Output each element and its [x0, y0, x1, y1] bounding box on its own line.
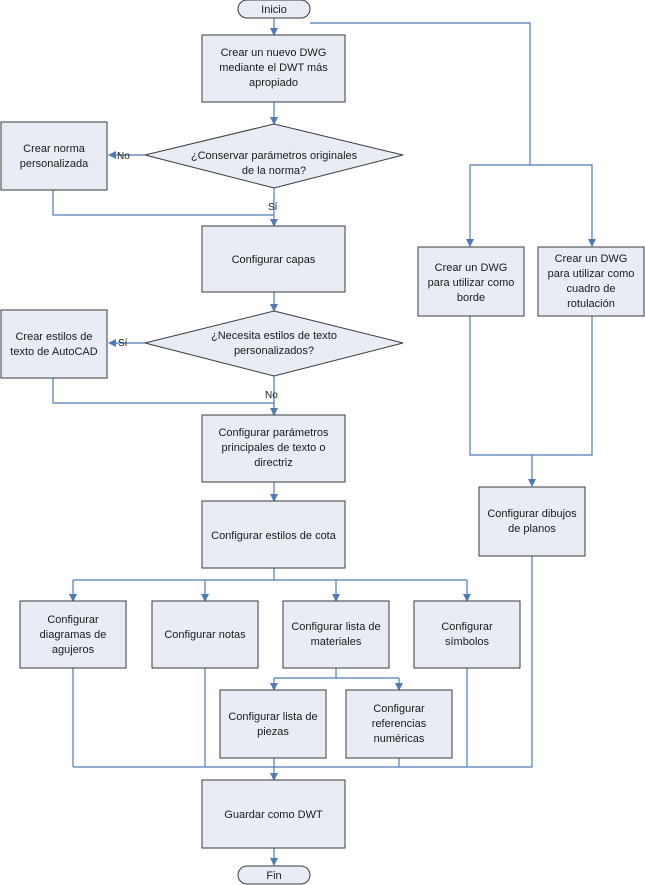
decision-keep-parameters: ¿Conservar parámetros originales de la n… — [144, 123, 404, 189]
node-line: agujeros — [52, 644, 95, 656]
edge-label-no: No — [265, 390, 278, 401]
node-line: mediante el DWT más — [219, 62, 328, 74]
process-box — [0, 309, 108, 379]
start-shape — [237, 0, 311, 19]
node-line: de planos — [508, 523, 556, 535]
node-line: apropiado — [249, 77, 298, 89]
process-custom-standard: Crear norma personalizada — [0, 121, 108, 191]
decision-diamond — [144, 123, 404, 189]
process-box — [201, 500, 346, 569]
node-line: Crear un DWG — [435, 262, 508, 274]
edge-label-yes: Sí — [268, 202, 278, 213]
process-configure-layers: Configurar capas — [201, 225, 346, 293]
node-line: Configurar — [373, 703, 425, 715]
process-box — [537, 246, 645, 317]
process-text-parameters: Configurar parámetros principales de tex… — [201, 414, 346, 483]
process-box — [282, 600, 390, 669]
connector — [73, 556, 533, 768]
decision-diamond — [144, 310, 404, 377]
process-new-dwg: Crear un nuevo DWG mediante el DWT más a… — [201, 34, 346, 103]
node-line: Configurar notas — [164, 629, 246, 641]
process-box — [413, 600, 521, 669]
process-parts-list: Configurar lista de piezas — [219, 689, 327, 759]
process-box — [0, 121, 108, 191]
node-line: cuadro de — [567, 283, 616, 295]
node-line: para utilizar como — [548, 268, 635, 280]
node-line: Configurar lista de — [228, 711, 317, 723]
edge-label-yes: Sí — [118, 338, 128, 349]
process-box — [151, 600, 259, 669]
node-line: Crear un DWG — [555, 253, 628, 265]
process-title-block-dwg: Crear un DWG para utilizar como cuadro d… — [537, 246, 645, 317]
end-shape — [237, 865, 311, 885]
node-line: ¿Conservar parámetros originales — [191, 150, 358, 162]
process-box — [345, 689, 453, 759]
node-line: piezas — [257, 726, 289, 738]
node-line: para utilizar como — [428, 277, 515, 289]
node-line: personalizados? — [234, 345, 314, 357]
start-label: Inicio — [261, 4, 287, 16]
node-line: diagramas de — [40, 629, 107, 641]
process-hole-charts: Configurar diagramas de agujeros — [19, 600, 127, 669]
node-line: directriz — [254, 457, 293, 469]
node-line: Configurar — [441, 621, 493, 633]
node-line: Configurar dibujos — [487, 508, 577, 520]
process-sheet-drawings: Configurar dibujos de planos — [478, 486, 586, 557]
process-box — [417, 246, 525, 317]
process-notes: Configurar notas — [151, 600, 259, 669]
process-symbols: Configurar símbolos — [413, 600, 521, 669]
connector — [52, 190, 274, 216]
node-line: texto de AutoCAD — [10, 346, 97, 358]
process-bom: Configurar lista de materiales — [282, 600, 390, 669]
node-line: personalizada — [20, 158, 89, 170]
node-line: Configurar lista de — [291, 621, 380, 633]
process-box — [19, 600, 127, 669]
connector — [530, 164, 596, 247]
process-box — [201, 225, 346, 293]
process-dimension-styles: Configurar estilos de cota — [201, 500, 346, 569]
process-box — [219, 689, 327, 759]
process-balloons: Configurar referencias numéricas — [345, 689, 453, 759]
node-line: materiales — [311, 636, 362, 648]
node-line: referencias — [372, 718, 427, 730]
process-save-dwt: Guardar como DWT — [201, 779, 346, 849]
start-terminator: Inicio — [237, 0, 311, 19]
node-line: de la norma? — [242, 165, 306, 177]
end-terminator: Fin — [237, 865, 311, 885]
node-line: Configurar parámetros — [218, 427, 329, 439]
node-line: Crear norma — [23, 143, 86, 155]
node-line: Crear un nuevo DWG — [221, 47, 327, 59]
process-border-dwg: Crear un DWG para utilizar como borde — [417, 246, 525, 317]
end-label: Fin — [266, 870, 281, 882]
connectors — [52, 18, 596, 866]
node-line: Configurar capas — [232, 254, 316, 266]
node-line: ¿Necesita estilos de texto — [211, 330, 337, 342]
edge-label-no: No — [117, 151, 130, 162]
node-line: borde — [457, 292, 485, 304]
node-line: Configurar — [47, 614, 99, 626]
node-line: Configurar estilos de cota — [211, 530, 337, 542]
process-box — [201, 779, 346, 849]
connector — [469, 316, 532, 456]
node-line: rotulación — [567, 298, 615, 310]
node-line: Crear estilos de — [15, 331, 92, 343]
process-box — [201, 34, 346, 103]
decision-text-styles: ¿Necesita estilos de texto personalizado… — [144, 310, 404, 377]
node-line: Guardar como DWT — [224, 809, 323, 821]
connector — [532, 316, 593, 456]
node-line: numéricas — [374, 733, 425, 745]
process-create-text-styles: Crear estilos de texto de AutoCAD — [0, 309, 108, 379]
process-box — [201, 414, 346, 483]
node-line: principales de texto o — [222, 442, 326, 454]
node-line: símbolos — [445, 636, 490, 648]
connector — [52, 378, 274, 404]
process-box — [478, 486, 586, 557]
